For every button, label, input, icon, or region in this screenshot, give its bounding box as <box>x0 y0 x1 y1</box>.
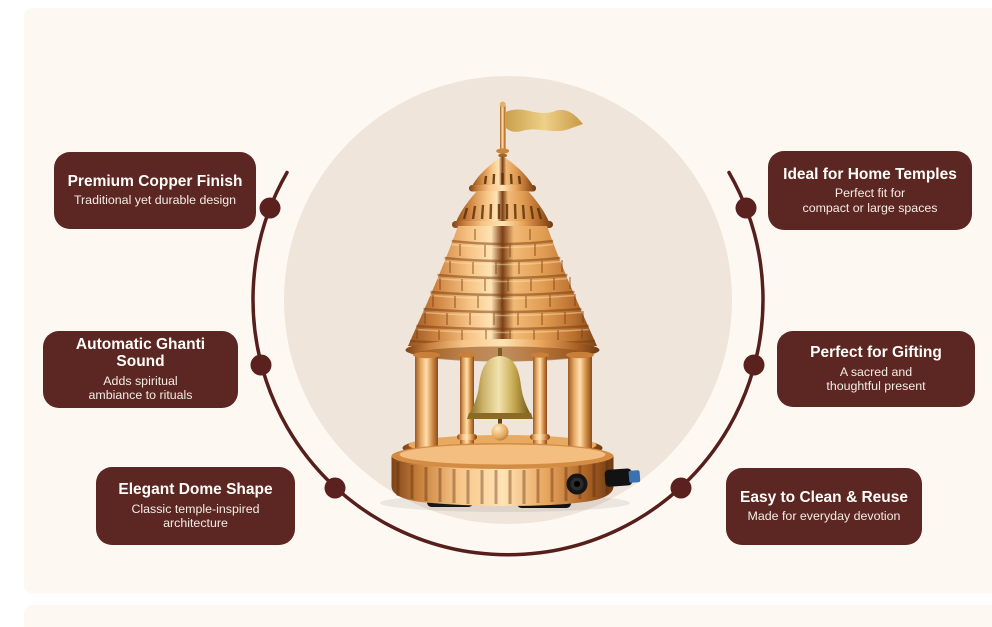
temple-flag <box>506 109 583 132</box>
feature-title: Elegant Dome Shape <box>118 481 273 499</box>
feature-title: Automatic Ghanti Sound <box>75 336 206 371</box>
dc-jack <box>566 473 588 495</box>
flag-pole <box>500 104 506 150</box>
dome-tile-joints <box>416 229 584 340</box>
feature-card-premium-copper-finish: Premium Copper Finish Traditional yet du… <box>54 152 256 229</box>
feature-title: Premium Copper Finish <box>67 173 243 190</box>
feature-subtitle: Classic temple-inspired architecture <box>131 501 260 531</box>
feature-card-automatic-ghanti-sound: Automatic Ghanti Sound Adds spiritual am… <box>43 331 238 408</box>
clapper-stem <box>498 419 502 425</box>
feature-card-ideal-for-home-temples: Ideal for Home Temples Perfect fit for c… <box>768 151 972 230</box>
feature-subtitle: Adds spiritual ambiance to rituals <box>88 373 193 403</box>
feature-subtitle: A sacred and thoughtful present <box>826 364 926 394</box>
flag-pole-tip <box>499 101 506 108</box>
fluted-base <box>391 456 614 506</box>
feature-title: Easy to Clean & Reuse <box>740 489 908 506</box>
clapper-ball <box>491 423 509 441</box>
feature-card-easy-to-clean-reuse: Easy to Clean & Reuse Made for everyday … <box>726 468 922 545</box>
bell-mouth-rim <box>467 413 533 419</box>
feature-card-elegant-dome-shape: Elegant Dome Shape Classic temple-inspir… <box>96 467 295 545</box>
feature-subtitle: Traditional yet durable design <box>73 193 237 208</box>
upper-cone <box>456 191 549 222</box>
dome-tile-rows <box>409 239 596 346</box>
feature-title: Ideal for Home Temples <box>783 165 957 183</box>
tiled-dome <box>408 226 597 346</box>
pole-collar <box>496 148 510 154</box>
bell-hanger <box>498 348 502 358</box>
finial-cone-vents <box>483 173 522 185</box>
feature-subtitle: Made for everyday devotion <box>747 509 901 524</box>
feature-subtitle: Perfect fit for compact or large spaces <box>802 186 938 215</box>
pole-collar <box>498 153 508 158</box>
temple-ghanti-product-image <box>380 101 641 512</box>
bell <box>470 356 530 413</box>
base-rim-top <box>399 444 606 465</box>
dome-tile-highlights <box>416 243 589 334</box>
feature-title: Perfect for Gifting <box>810 344 942 362</box>
power-knob <box>604 468 641 487</box>
finial-cone <box>472 156 533 186</box>
feature-card-perfect-for-gifting: Perfect for Gifting A sacred and thought… <box>777 331 975 407</box>
finial-rim <box>469 185 536 192</box>
next-section-card <box>24 605 992 627</box>
upper-cone-vents <box>462 203 543 220</box>
